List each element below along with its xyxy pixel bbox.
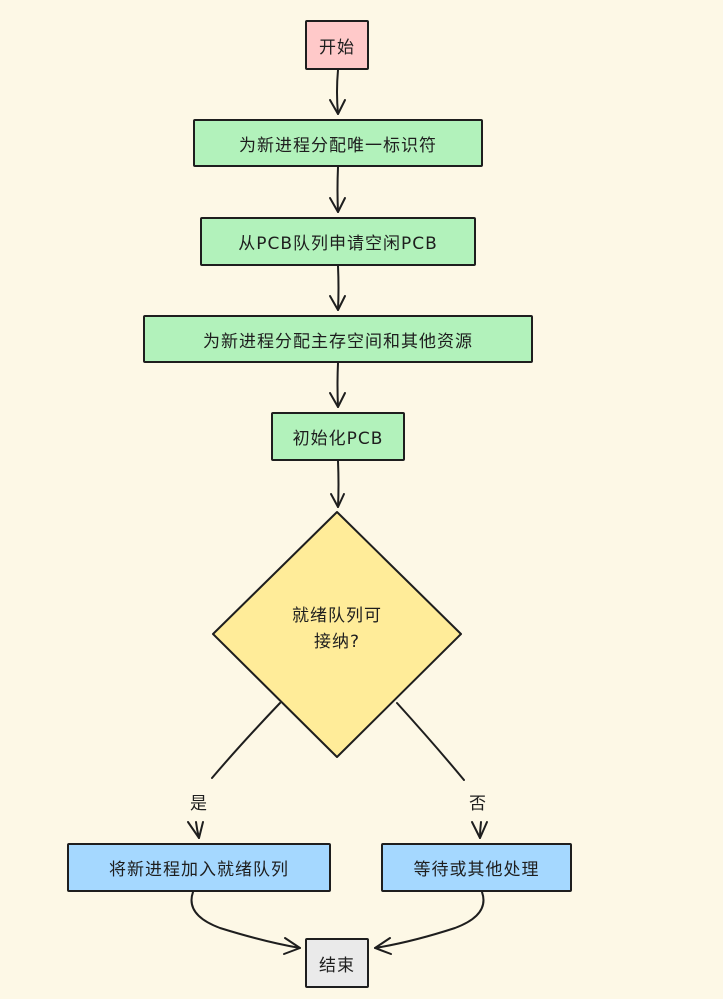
wait-or-other-label: 等待或其他处理 xyxy=(413,860,540,880)
init-pcb-label: 初始化PCB xyxy=(292,429,384,449)
edge-wait-to-end xyxy=(374,891,485,955)
add-to-ready-queue-label: 将新进程加入就绪队列 xyxy=(109,860,289,880)
yes-edge-label: 是 xyxy=(190,794,207,814)
decision-label-line2: 接纳? xyxy=(313,632,361,652)
request-pcb-label: 从PCB队列申请空闲PCB xyxy=(238,234,438,254)
end-node: 结束 xyxy=(305,938,369,988)
edge-init-to-decision xyxy=(330,460,345,508)
allocate-resources-label: 为新进程分配主存空间和其他资源 xyxy=(203,331,473,352)
request-pcb-node: 从PCB队列申请空闲PCB xyxy=(200,217,476,266)
edge-request-to-allocate xyxy=(329,265,346,311)
add-to-ready-queue-node: 将新进程加入就绪队列 xyxy=(67,843,331,892)
wait-or-other-node: 等待或其他处理 xyxy=(381,843,572,892)
decision-label: 就绪队列可 接纳? xyxy=(262,603,412,655)
init-pcb-node: 初始化PCB xyxy=(271,412,405,461)
no-edge-label: 否 xyxy=(469,794,486,814)
edge-decision-yes xyxy=(187,702,281,839)
allocate-resources-node: 为新进程分配主存空间和其他资源 xyxy=(143,315,533,363)
edge-assign-to-request xyxy=(329,166,346,213)
assign-id-label: 为新进程分配唯一标识符 xyxy=(239,135,437,156)
assign-id-node: 为新进程分配唯一标识符 xyxy=(193,119,483,167)
edge-start-to-assign xyxy=(329,69,346,115)
decision-diamond xyxy=(212,511,462,758)
start-node: 开始 xyxy=(305,20,369,70)
edge-add-ready-to-end xyxy=(190,891,301,955)
edge-allocate-to-init xyxy=(329,362,346,408)
start-label: 开始 xyxy=(319,37,355,58)
end-label: 结束 xyxy=(319,955,355,976)
edge-decision-no xyxy=(396,702,488,839)
decision-label-line1: 就绪队列可 xyxy=(292,606,382,626)
